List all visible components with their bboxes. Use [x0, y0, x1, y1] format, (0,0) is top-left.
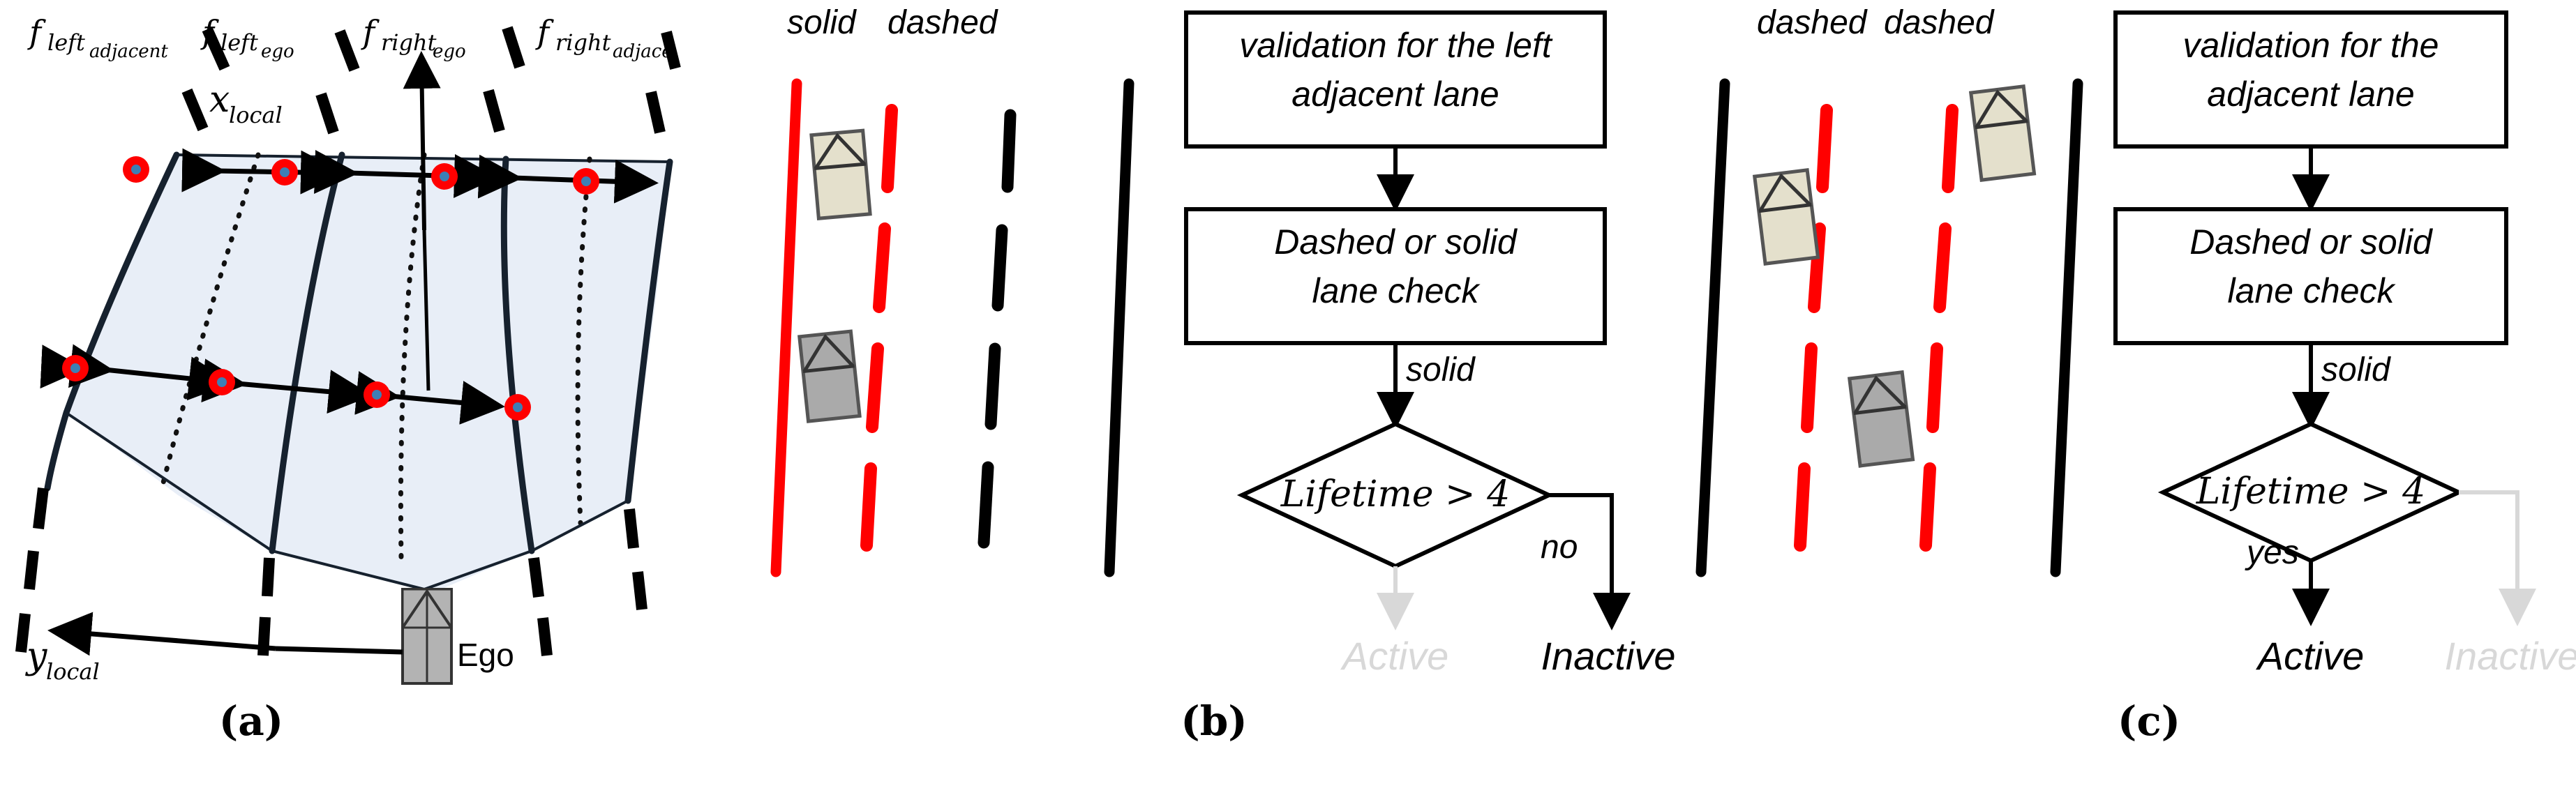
lane-sample-marker	[573, 168, 599, 195]
lane-fn-subsub: ego	[261, 41, 294, 62]
y-axis-base: y	[25, 635, 47, 677]
flow-arrow-to-inactive-dimmed	[2459, 490, 2536, 626]
road-dashes-right-ego-bottom	[528, 557, 553, 656]
lane-marking-black-solid-right	[2050, 78, 2083, 577]
flow-box-lane-check[interactable]	[1184, 207, 1607, 345]
lane-sample-markers-lower-row	[62, 355, 531, 421]
road-dashes-right-adjacent-bottom	[624, 508, 647, 610]
target-vehicle-beige-upper-right	[1968, 84, 2037, 182]
outcome-active: Active	[1340, 634, 1449, 678]
lane-boundary-right-ego	[500, 156, 535, 554]
lane-sample-marker	[209, 369, 235, 395]
lane-marking-black-solid-left	[1695, 78, 1730, 577]
lane-marking-red-dashed	[860, 104, 898, 552]
lane-function-label-left-adjacent: f left adjacent	[27, 13, 168, 62]
road-dashes-right-ego-top	[483, 26, 525, 133]
lane-fn-sub: right	[381, 29, 437, 56]
flow-edge-label-solid: solid	[1406, 351, 1476, 388]
lane-type-label-dashed-right: dashed	[1884, 4, 1995, 41]
outcome-inactive: Inactive	[2445, 634, 2576, 678]
x-local-axis	[403, 51, 441, 231]
lane-marking-red-dashed-left	[1794, 104, 1833, 552]
flow-box-validation-line1: validation for the left	[1239, 26, 1553, 65]
flow-arrow-to-inactive	[1549, 493, 1631, 630]
flow-edge-label-solid: solid	[2321, 351, 2391, 388]
caption-panel-c: (c)	[2117, 697, 2181, 745]
lane-fn-sub: left	[220, 29, 258, 56]
road-dashes-outer-left	[181, 26, 230, 132]
flow-box-lane-check-line2: lane check	[1312, 271, 1481, 310]
flow-box-validation[interactable]	[2113, 10, 2508, 149]
lane-boundary-left-ego	[269, 151, 345, 554]
lane-type-label-dashed: dashed	[888, 4, 998, 41]
lane-centerline-left-adjacent	[159, 152, 261, 491]
decision-diamond-label: Lifetime > 4	[2196, 471, 2426, 513]
lane-marking-red-dashed-right	[1919, 104, 1959, 552]
panel-a-lane-model: f left adjacent f left ego f right ego f…	[0, 0, 767, 685]
lane-centerline-right-adjacent	[575, 156, 592, 526]
lane-fn-subsub: adjace	[613, 41, 673, 62]
lane-fn-sub: left	[47, 29, 85, 56]
y-axis-sub: local	[46, 658, 100, 685]
x-local-axis-lower	[422, 229, 430, 391]
flow-box-lane-check-line2: lane check	[2227, 271, 2396, 310]
caption-panel-b: (b)	[1181, 697, 1248, 745]
flow-box-validation-line1: validation for the	[2183, 26, 2439, 65]
flow-box-validation-line2: adjacent lane	[2207, 75, 2414, 114]
x-axis-sub: local	[229, 102, 283, 128]
lane-sample-marker	[504, 394, 531, 421]
road-dashes-left-ego-bottom	[257, 557, 275, 656]
road-dashes-left-ego-top	[315, 29, 360, 135]
target-vehicle-beige-left	[1752, 168, 1820, 266]
lane-sample-markers-upper-row	[123, 156, 599, 195]
lane-function-label-right-adjacent: f right adjace	[535, 13, 673, 62]
lane-fn-base: f	[535, 13, 554, 51]
outcome-inactive: Inactive	[1541, 634, 1676, 678]
flow-box-lane-check-line1: Dashed or solid	[1274, 222, 1518, 262]
panel-b-left-adjacent-validation: solid dashed	[767, 0, 1676, 683]
ego-vehicle	[401, 588, 453, 685]
lane-sample-marker	[364, 381, 390, 408]
lateral-distance-arrows-lower	[68, 344, 505, 425]
road-dashes-outer-left-bottom	[15, 487, 49, 653]
lane-fn-sub: right	[555, 29, 611, 56]
flow-box-lane-check-line1: Dashed or solid	[2189, 222, 2434, 262]
corridor-lower-left-edge	[65, 411, 425, 591]
lane-function-label-right-ego: f right ego	[361, 13, 466, 62]
x-local-axis-label: x local	[209, 79, 283, 128]
lane-fn-base: f	[27, 13, 46, 51]
lane-sample-marker	[123, 156, 149, 183]
lane-fn-base: f	[361, 13, 380, 51]
lane-marking-red-solid	[770, 78, 802, 577]
flow-box-validation-line2: adjacent lane	[1291, 75, 1499, 114]
lane-fn-subsub: adjacent	[89, 41, 168, 62]
y-local-measure-arrow	[47, 612, 276, 656]
caption-panel-a: (a)	[218, 697, 284, 745]
lane-centerline-ego	[398, 152, 427, 561]
lane-marking-black-solid	[1104, 78, 1135, 577]
y-local-measure-baseline	[275, 646, 403, 655]
x-axis-base: x	[209, 79, 230, 121]
decision-diamond-label: Lifetime > 4	[1280, 474, 1511, 515]
lane-sample-marker	[62, 355, 89, 381]
outcome-active: Active	[2256, 634, 2365, 678]
lane-type-label-dashed-left: dashed	[1757, 4, 1868, 41]
panel-c-adjacent-validation: dashed dashed	[1675, 0, 2576, 683]
lane-boundary-right-adjacent	[624, 158, 673, 504]
target-vehicle-gray	[797, 329, 862, 423]
ego-label: Ego	[457, 637, 514, 673]
lane-marking-black-dashed	[978, 109, 1017, 549]
flow-edge-label-yes: yes	[2245, 534, 2299, 571]
lane-type-label-solid: solid	[787, 4, 857, 41]
corridor-lower-right-edge	[424, 499, 629, 591]
y-local-axis-label: y local	[25, 635, 100, 685]
lane-sample-marker	[431, 163, 458, 190]
flow-box-validation[interactable]	[1184, 10, 1607, 149]
target-vehicle-gray	[1847, 370, 1915, 468]
lane-fn-subsub: ego	[433, 41, 466, 62]
lane-sample-marker	[271, 159, 298, 186]
road-dashes-right-adjacent-top	[645, 31, 681, 134]
flow-edge-label-no: no	[1541, 529, 1578, 566]
target-vehicle-beige	[809, 128, 872, 220]
